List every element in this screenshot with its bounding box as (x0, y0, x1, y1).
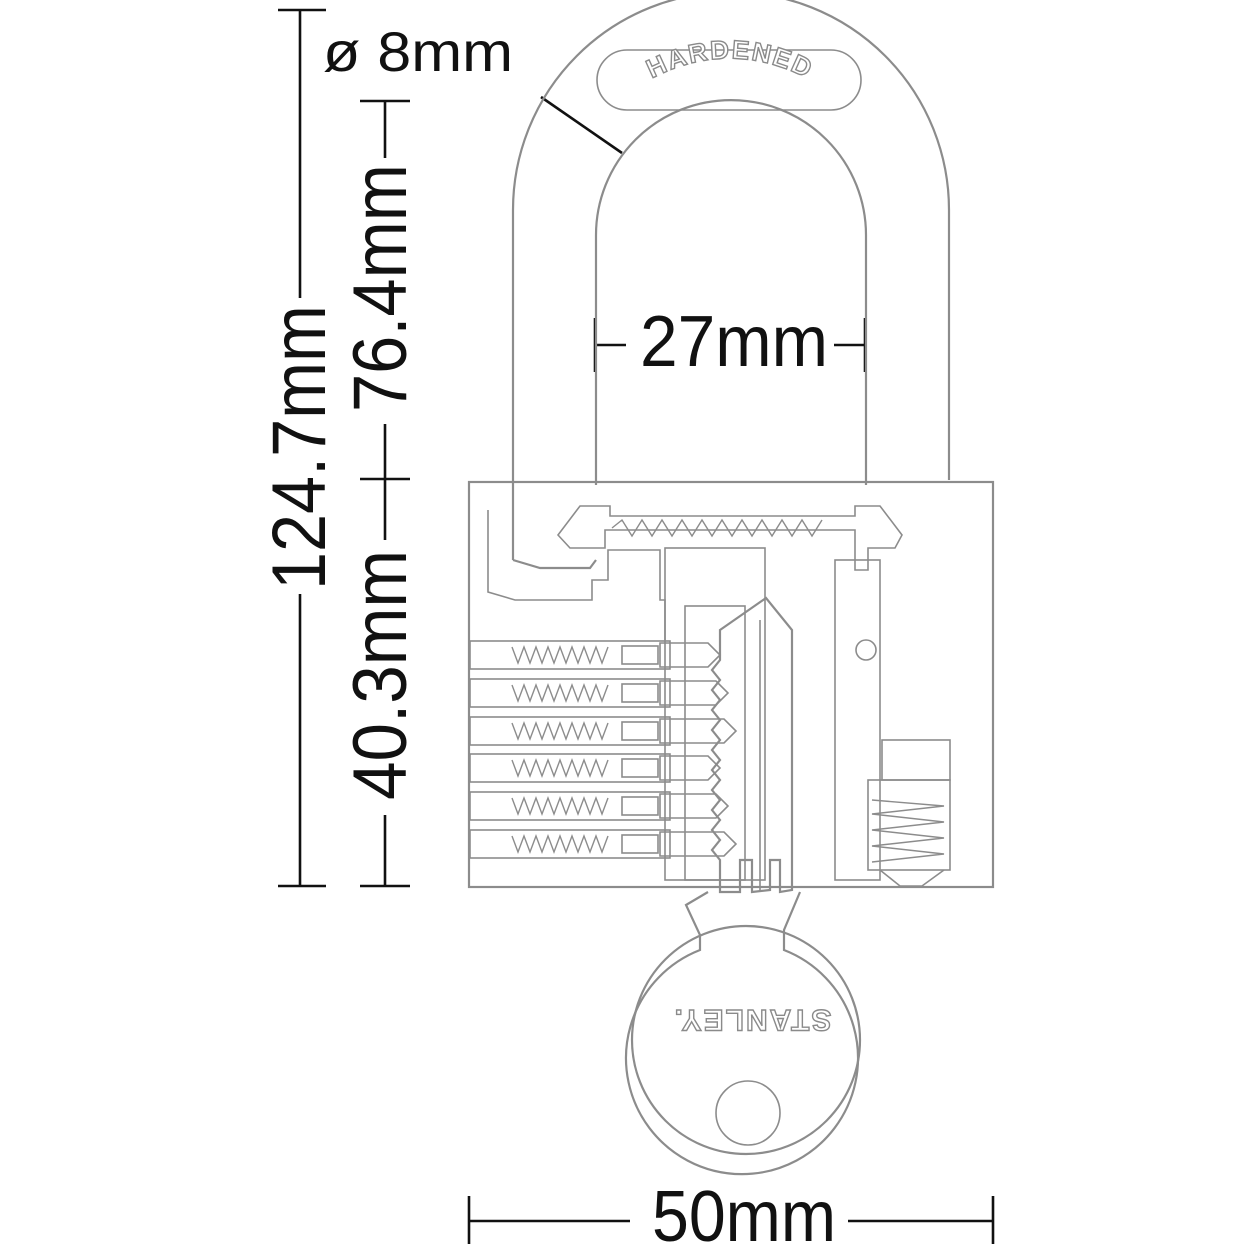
key-bow (630, 924, 862, 1156)
body-width-dimension (467, 1196, 995, 1244)
pin-tumblers (469, 640, 738, 859)
key: STANLEY. (624, 596, 862, 1176)
key-brand-text: STANLEY. (673, 1003, 832, 1036)
key-ring-hole (715, 1080, 781, 1146)
hardened-stamp-plate (596, 49, 862, 111)
overall-height-dimension (278, 8, 326, 888)
hardened-stamp-text: HARDENED (642, 34, 819, 84)
pin-tumbler-2 (469, 678, 730, 708)
body-width-label: 50mm (652, 1177, 836, 1257)
pin-tumbler-1 (469, 640, 722, 670)
overall-height-label: 124.7mm (257, 305, 342, 590)
shackle-diameter-leader (540, 95, 623, 155)
lock-body (467, 480, 995, 889)
shackle-inner-width-label: 27mm (640, 302, 828, 382)
body-height-label: 40.3mm (338, 550, 423, 800)
body-height-dimension (360, 479, 410, 888)
pin-tumbler-5 (469, 791, 730, 821)
shackle-clearance-label: 76.4mm (338, 164, 423, 412)
shackle-diameter-label: ø 8mm (323, 20, 513, 83)
pin-tumbler-6 (469, 829, 738, 859)
pin-tumbler-4 (469, 753, 722, 783)
pin-tumbler-3 (469, 716, 738, 746)
